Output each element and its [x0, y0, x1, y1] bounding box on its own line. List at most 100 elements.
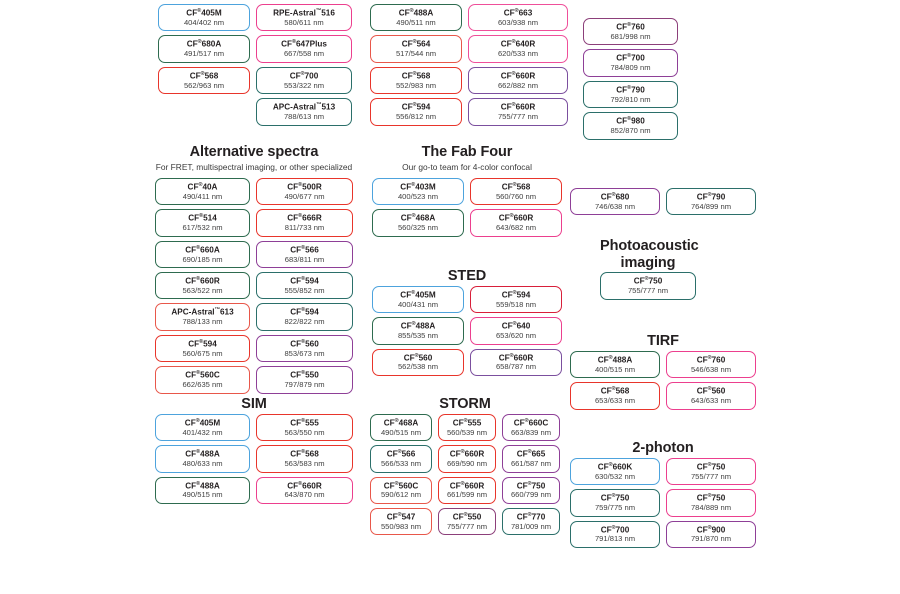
dye-number: 760 [631, 22, 645, 32]
dye-number: 566 [305, 245, 319, 255]
dye-number: 760 [711, 355, 726, 365]
dye-number: 550 [305, 371, 319, 381]
dye-name: CF®660R [473, 71, 563, 81]
trademark-mark: ® [199, 213, 204, 220]
dye-wavelengths: 562/538 nm [397, 362, 439, 372]
dye-brand: CF [500, 103, 512, 112]
trademark-mark: ® [460, 449, 465, 456]
dye-wavelengths: 855/535 nm [397, 331, 439, 341]
dye-name: CF®660K [575, 462, 655, 472]
trademark-mark: ® [197, 39, 202, 46]
dye-wavelengths: 517/544 nm [395, 49, 437, 59]
dye-wavelengths: 852/870 nm [610, 126, 651, 136]
trademark-mark: ® [394, 480, 399, 487]
dye-number: 680A [201, 40, 222, 50]
dye-brand: CF [452, 418, 464, 428]
dye-name: CF®750 [671, 493, 751, 503]
group-title: STED [447, 268, 487, 284]
dye-name: CF®547 [375, 512, 427, 522]
dye-wavelengths: 791/813 nm [594, 534, 636, 544]
group-title: STORM [439, 396, 491, 412]
trademark-mark: ® [611, 192, 616, 198]
dye-brand: CF [400, 182, 412, 192]
